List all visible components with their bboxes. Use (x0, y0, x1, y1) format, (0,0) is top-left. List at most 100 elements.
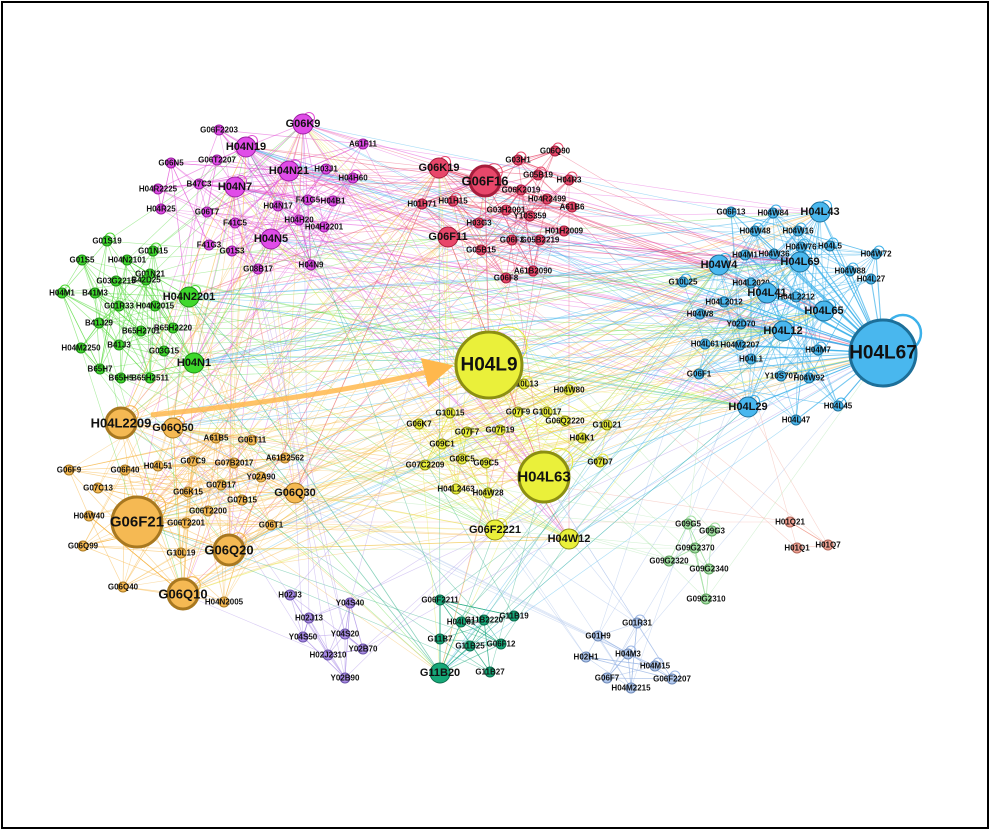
node-circle-G09G3[interactable] (706, 525, 718, 537)
node-circle-G05B15[interactable] (475, 244, 487, 256)
node-circle-G06T2207[interactable] (211, 154, 223, 166)
node-circle-G01S19[interactable] (101, 235, 113, 247)
node-circle-G11B19[interactable] (508, 610, 520, 622)
node-circle-G06F3[interactable] (506, 234, 518, 246)
node-H04L61b[interactable]: H04L61 (447, 616, 476, 628)
node-circle-B42D25[interactable] (140, 274, 152, 286)
node-circle-H04L43[interactable] (809, 201, 831, 223)
node-circle-H04W8[interactable] (694, 308, 706, 320)
node-circle-G10L15[interactable] (444, 407, 456, 419)
node-G09G3[interactable]: G09G3 (699, 525, 725, 537)
node-circle-G06K15[interactable] (182, 486, 194, 498)
node-circle-G07F7[interactable] (461, 426, 473, 438)
node-circle-G06K2019[interactable] (515, 184, 527, 196)
node-circle-H04W92[interactable] (803, 372, 815, 384)
node-circle-H04K1[interactable] (576, 432, 588, 444)
node-circle-G11B7[interactable] (434, 633, 446, 645)
node-circle-G09G2340[interactable] (703, 563, 715, 575)
node-circle-H04L61[interactable] (699, 338, 711, 350)
node-circle-H04W76[interactable] (795, 241, 807, 253)
node-circle-G06Q2220[interactable] (559, 415, 571, 427)
node-circle-G06F2211[interactable] (434, 594, 446, 606)
node-circle-H04N2201[interactable] (178, 286, 200, 308)
node-H02J3[interactable]: H02J3 (278, 589, 302, 601)
node-circle-H04L27[interactable] (865, 273, 877, 285)
node-H01Q7[interactable]: H01Q7 (815, 539, 841, 551)
node-circle-Y02B70[interactable] (357, 643, 369, 655)
node-H04N2101[interactable]: H04N2101 (108, 254, 147, 266)
node-circle-H04L61b[interactable] (455, 616, 467, 628)
node-circle-H04L65[interactable] (813, 300, 835, 322)
node-G06K9[interactable]: G06K9 (286, 113, 321, 135)
node-circle-H04N9[interactable] (305, 259, 317, 271)
node-circle-G11B27[interactable] (484, 666, 496, 678)
node-circle-G06F2203[interactable] (213, 124, 225, 136)
node-circle-G07B17[interactable] (215, 479, 227, 491)
node-circle-H04R2499[interactable] (541, 193, 553, 205)
node-A61B6[interactable]: A61B6 (560, 201, 585, 213)
node-circle-G11B2220[interactable] (478, 614, 490, 626)
node-circle-H04W84[interactable] (767, 207, 779, 219)
node-circle-H04N2005[interactable] (218, 596, 230, 608)
node-circle-G06K9[interactable] (292, 113, 314, 135)
node-circle-G10L13[interactable] (518, 378, 530, 390)
node-circle-G06F1[interactable] (693, 368, 705, 380)
node-circle-H04B1[interactable] (327, 195, 339, 207)
node-circle-G10L17[interactable] (541, 406, 553, 418)
node-circle-H04L2212[interactable] (790, 291, 802, 303)
node-circle-G06F13[interactable] (725, 206, 737, 218)
node-circle-H04N2015[interactable] (149, 300, 161, 312)
node-circle-H04W36[interactable] (768, 248, 780, 260)
node-circle-G06T11[interactable] (246, 434, 258, 446)
node-circle-Y02D70[interactable] (735, 318, 747, 330)
node-circle-G07C2209[interactable] (419, 459, 431, 471)
node-circle-H01H71[interactable] (416, 198, 428, 210)
node-circle-A61F11[interactable] (357, 138, 369, 150)
node-circle-H04M3[interactable] (622, 648, 634, 660)
node-circle-G03H2001[interactable] (500, 204, 512, 216)
node-circle-H04M2250[interactable] (75, 342, 87, 354)
node-G10L19[interactable]: G10L19 (167, 547, 196, 559)
node-circle-B41M3[interactable] (89, 287, 101, 299)
node-circle-H02J2310[interactable] (322, 649, 334, 661)
node-circle-H04M1[interactable] (56, 287, 68, 299)
node-G09G2310[interactable]: G09G2310 (686, 593, 726, 605)
node-circle-Y02B90[interactable] (339, 672, 351, 684)
node-circle-G07B2017[interactable] (228, 457, 240, 469)
node-circle-G06T2201[interactable] (180, 517, 192, 529)
node-circle-B65H2511[interactable] (144, 372, 156, 384)
node-G06F2203[interactable]: G06F2203 (200, 124, 238, 136)
node-circle-H04W40[interactable] (83, 510, 95, 522)
node-circle-H04L2463[interactable] (450, 483, 462, 495)
node-G06F13[interactable]: G06F13 (717, 206, 746, 218)
node-circle-G06F16[interactable] (468, 164, 502, 198)
node-circle-A61B5[interactable] (210, 432, 222, 444)
node-circle-G01S5[interactable] (76, 254, 88, 266)
node-H04M2215[interactable]: H04M2215 (611, 682, 651, 694)
node-circle-G01N15[interactable] (147, 245, 159, 257)
node-G06F2211[interactable]: G06F2211 (421, 594, 459, 606)
node-circle-G06T2200[interactable] (202, 505, 214, 517)
node-circle-G05B19[interactable] (532, 169, 544, 181)
node-G06T2207[interactable]: G06T2207 (198, 154, 236, 166)
node-circle-A61B2562[interactable] (279, 452, 291, 464)
node-circle-H04N21[interactable] (278, 160, 300, 182)
node-circle-H01H15[interactable] (447, 195, 459, 207)
node-circle-G10L19[interactable] (175, 547, 187, 559)
node-H04R2225[interactable]: H04R2225 (139, 183, 178, 195)
node-circle-G06Q10[interactable] (166, 577, 200, 611)
node-circle-H04L29[interactable] (737, 396, 759, 418)
node-circle-G07C13[interactable] (92, 482, 104, 494)
node-circle-H03J1[interactable] (320, 163, 332, 175)
node-circle-G01H9[interactable] (592, 630, 604, 642)
node-H04L67[interactable]: H04L67 (848, 318, 918, 388)
node-circle-B65H7[interactable] (94, 363, 106, 375)
node-circle-G06F11[interactable] (437, 226, 459, 248)
node-circle-H04M15[interactable] (649, 660, 661, 672)
node-circle-G06F7[interactable] (601, 672, 613, 684)
node-circle-G10L25[interactable] (677, 276, 689, 288)
node-H02H1[interactable]: H02H1 (574, 651, 599, 663)
node-circle-G09G2320[interactable] (663, 555, 675, 567)
node-circle-H04W28[interactable] (482, 487, 494, 499)
node-circle-H03G3[interactable] (473, 217, 485, 229)
